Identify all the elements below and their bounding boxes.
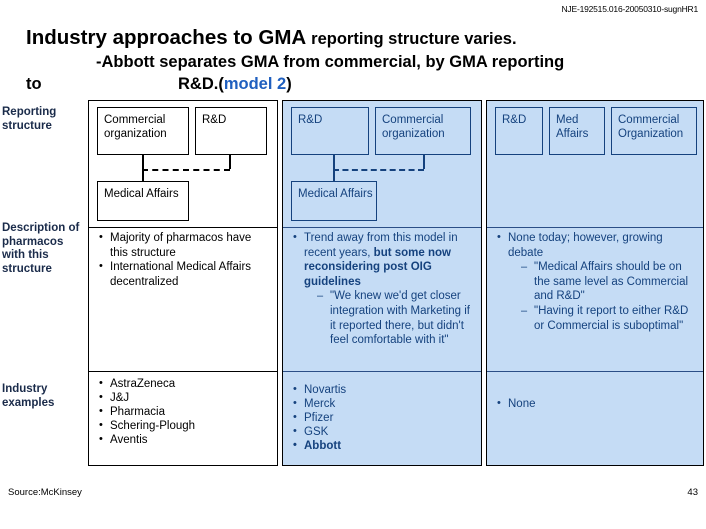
title-primary: Industry approaches to GMA (26, 26, 306, 49)
description-sublist-2: "We knew we'd get closer integration wit… (304, 289, 475, 347)
row-label-column: Reporting structure Description of pharm… (2, 100, 86, 466)
list-item: J&J (97, 390, 271, 405)
title-line-1: Industry approaches to GMA reporting str… (0, 26, 706, 51)
connector-dashed (142, 169, 230, 171)
org-chart-2: R&D Commercial organization Medical Affa… (283, 101, 481, 223)
description-bold-text: but some now reconsidering post OIG guid… (304, 246, 451, 288)
org-box-commercial-organization: Commercial organization (375, 107, 471, 155)
list-item: International Medical Affairs decentrali… (97, 259, 271, 289)
comparison-matrix: Reporting structure Description of pharm… (0, 100, 706, 466)
description-sublist-3: "Medical Affairs should be on the same l… (508, 260, 697, 333)
org-box-rd: R&D (495, 107, 543, 155)
list-item: "Having it report to either R&D or Comme… (521, 304, 697, 333)
list-item: Novartis (291, 382, 475, 397)
row-label-reporting-structure: Reporting structure (2, 106, 57, 132)
description-block-2: Trend away from this model in recent yea… (291, 230, 475, 348)
list-item: Pharmacia (97, 404, 271, 419)
list-item: Pfizer (291, 410, 475, 425)
org-box-rd: R&D (195, 107, 267, 155)
row-label-description: Description of pharmacos with this struc… (2, 222, 80, 275)
page-number: 43 (687, 487, 698, 498)
examples-block-2: Novartis Merck Pfizer GSK Abbott (291, 382, 475, 453)
title-secondary: reporting structure varies. (311, 30, 517, 48)
divider-examples-1 (89, 371, 277, 372)
divider-examples-2 (283, 371, 481, 372)
source-note: Source:McKinsey (8, 487, 82, 498)
list-item: Merck (291, 396, 475, 411)
row-label-industry-examples: Industry examples (2, 383, 55, 409)
list-item-highlighted: Abbott (291, 438, 475, 453)
list-item: Schering-Plough (97, 418, 271, 433)
description-normal-text: None today; however, growing debate (508, 232, 663, 259)
description-list-1: Majority of pharmacos have this structur… (97, 230, 271, 289)
list-item: None today; however, growing debate "Med… (495, 230, 697, 333)
divider-examples-3 (487, 371, 703, 372)
title-line-2: -Abbott separates GMA from commercial, b… (96, 53, 565, 71)
connector-vertical-left (142, 155, 144, 181)
connector-vertical-right (423, 155, 425, 169)
document-header-code: NJE-192515.016-20050310-sugnHR1 (561, 4, 698, 14)
list-item: Majority of pharmacos have this structur… (97, 230, 271, 260)
divider-description-2 (283, 227, 481, 228)
description-block-1: Majority of pharmacos have this structur… (97, 230, 271, 289)
divider-description-1 (89, 227, 277, 228)
title-paren-close: ) (286, 75, 292, 93)
examples-block-1: AstraZeneca J&J Pharmacia Schering-Ploug… (97, 376, 271, 447)
list-item: Aventis (97, 432, 271, 447)
org-box-medical-affairs: Medical Affairs (291, 181, 377, 221)
examples-list-2: Novartis Merck Pfizer GSK Abbott (291, 382, 475, 453)
org-chart-3: R&D Med Affairs Commercial Organization (487, 101, 703, 223)
org-box-rd: R&D (291, 107, 369, 155)
examples-list-1: AstraZeneca J&J Pharmacia Schering-Ploug… (97, 376, 271, 447)
list-item: Trend away from this model in recent yea… (291, 230, 475, 348)
org-box-commercial-organization: Commercial Organization (611, 107, 697, 155)
title-rd-text: R&D.( (178, 75, 224, 93)
examples-list-3: None (495, 396, 697, 411)
title-line-3: to R&D.(model 2) (0, 73, 706, 95)
list-item: GSK (291, 424, 475, 439)
title-line-3-right: R&D.(model 2) (178, 73, 292, 95)
description-normal-text: Trend away from this model in recent yea… (304, 232, 458, 259)
matrix-column-2[interactable]: R&D Commercial organization Medical Affa… (282, 100, 482, 466)
description-list-3: None today; however, growing debate "Med… (495, 230, 697, 333)
list-item: None (495, 396, 697, 411)
connector-vertical-left (333, 155, 335, 181)
list-item: AstraZeneca (97, 376, 271, 391)
matrix-column-3[interactable]: R&D Med Affairs Commercial Organization … (486, 100, 704, 466)
org-chart-1: Commercial organization R&D Medical Affa… (89, 101, 277, 223)
description-block-3: None today; however, growing debate "Med… (495, 230, 697, 333)
connector-dashed (333, 169, 424, 171)
title-model-emphasis: model 2 (223, 75, 287, 93)
divider-description-3 (487, 227, 703, 228)
list-item: "Medical Affairs should be on the same l… (521, 260, 697, 304)
matrix-column-1[interactable]: Commercial organization R&D Medical Affa… (88, 100, 278, 466)
org-box-medical-affairs: Medical Affairs (97, 181, 189, 221)
title-line-3-left: to (26, 75, 42, 93)
org-box-commercial-organization: Commercial organization (97, 107, 189, 155)
examples-block-3: None (495, 396, 697, 411)
description-list-2: Trend away from this model in recent yea… (291, 230, 475, 348)
org-box-med-affairs: Med Affairs (549, 107, 605, 155)
connector-vertical-right (229, 155, 231, 169)
list-item: "We knew we'd get closer integration wit… (317, 289, 475, 347)
slide-title: Industry approaches to GMA reporting str… (0, 26, 706, 95)
